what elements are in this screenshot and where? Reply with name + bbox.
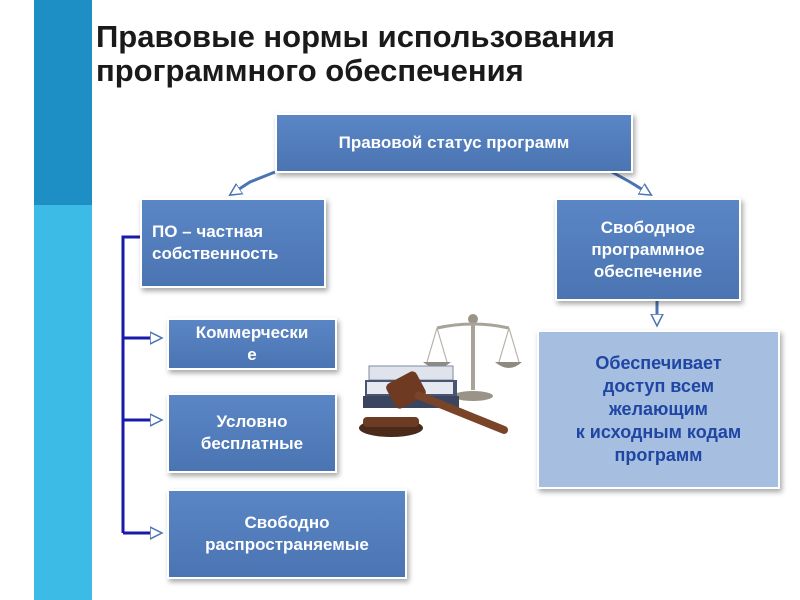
node-freeware: Свободно распространяемые: [167, 489, 407, 579]
connector-root-to-free-software: [611, 170, 648, 193]
node-free-software-note: Обеспечивает доступ всем желающим к исхо…: [537, 330, 780, 489]
node-proprietary-software: ПО – частная собственность: [140, 198, 326, 288]
node-commercial: Коммерчески е: [167, 318, 337, 370]
scales-of-justice-and-gavel-icon: [355, 304, 523, 450]
slide-title: Правовые нормы использования программног…: [96, 20, 776, 88]
node-free-software: Свободное программное обеспечение: [555, 198, 741, 301]
slide-title-line-2: программного обеспечения: [96, 53, 524, 88]
accent-bar-top: [34, 0, 92, 205]
node-legal-status: Правовой статус программ: [275, 113, 633, 173]
slide-title-line-1: Правовые нормы использования: [96, 19, 615, 54]
connector-root-to-proprietary: [233, 170, 276, 193]
gavel-icon: [359, 371, 509, 437]
node-shareware: Условно бесплатные: [167, 393, 337, 473]
accent-bar-bottom: [34, 205, 92, 600]
connector-bracket: [121, 235, 148, 533]
